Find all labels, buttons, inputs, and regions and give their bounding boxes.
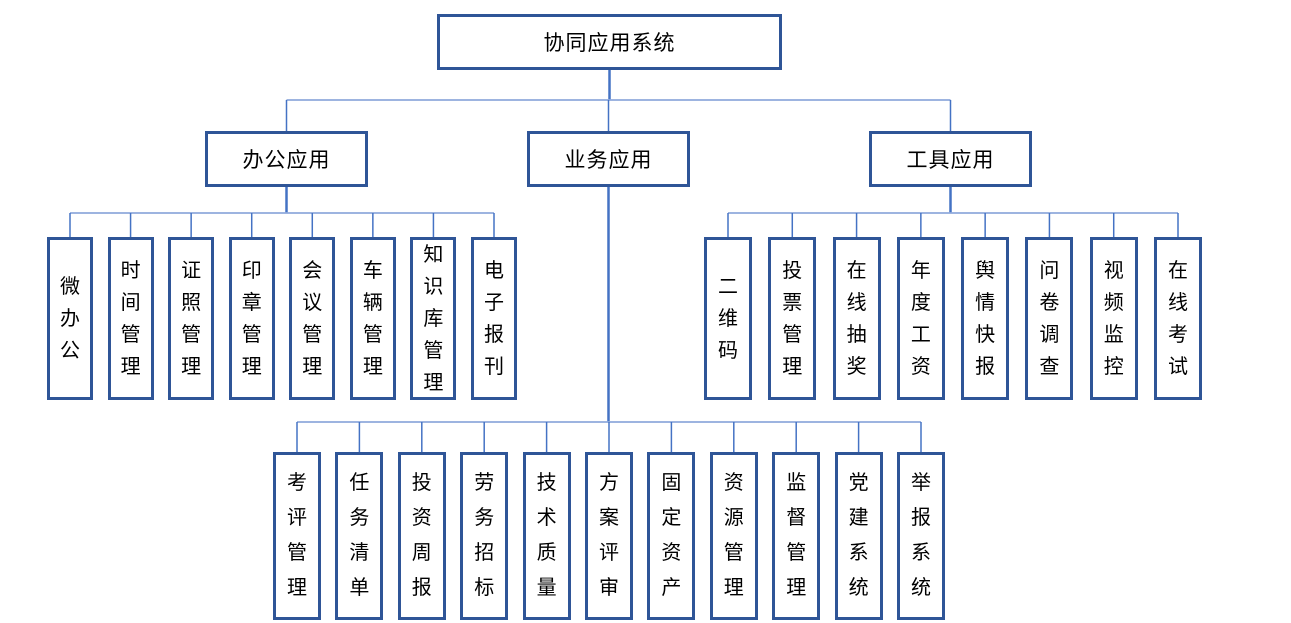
leaf-node-label: 资源管理: [723, 472, 744, 599]
leaf-node: 微办公: [47, 237, 93, 400]
leaf-node: 知识库管理: [410, 237, 457, 400]
leaf-node-label: 电子报刊: [484, 259, 504, 378]
leaf-node-label: 微办公: [60, 275, 80, 362]
leaf-node-label: 考评管理: [287, 472, 307, 599]
leaf-node: 方案评审: [585, 452, 633, 620]
leaf-node-label: 固定资产: [661, 472, 682, 599]
leaf-node: 劳务招标: [460, 452, 509, 620]
leaf-node: 固定资产: [647, 452, 696, 620]
leaf-node-label: 舆情快报: [975, 259, 996, 378]
root-node: 协同应用系统: [437, 14, 782, 70]
leaf-node: 举报系统: [897, 452, 945, 620]
leaf-node-label: 监督管理: [786, 472, 807, 599]
leaf-node-label: 会议管理: [302, 259, 323, 378]
leaf-node: 证照管理: [168, 237, 215, 400]
leaf-node-label: 举报系统: [911, 472, 931, 599]
leaf-node: 会议管理: [289, 237, 336, 400]
leaf-node: 考评管理: [273, 452, 321, 620]
leaf-node-label: 二维码: [718, 275, 738, 362]
leaf-node: 印章管理: [228, 237, 275, 400]
leaf-node-label: 任务清单: [349, 472, 370, 599]
branch-node-label: 业务应用: [564, 149, 653, 172]
leaf-node-label: 党建系统: [848, 472, 869, 599]
leaf-node-label: 车辆管理: [362, 259, 383, 378]
leaf-node: 舆情快报: [961, 237, 1010, 400]
branch-node-business: 业务应用: [527, 131, 690, 187]
leaf-node-label: 在线考试: [1168, 259, 1188, 378]
leaf-node: 在线考试: [1154, 237, 1202, 400]
leaf-node-label: 印章管理: [241, 259, 262, 378]
leaf-node-label: 时间管理: [120, 259, 141, 378]
leaf-node: 任务清单: [335, 452, 384, 620]
leaf-node: 监督管理: [772, 452, 821, 620]
leaf-node: 在线抽奖: [832, 237, 881, 400]
leaf-node-label: 技术质量: [536, 472, 557, 599]
branch-node-office: 办公应用: [205, 131, 368, 187]
branch-node-label: 办公应用: [242, 149, 331, 172]
leaf-node: 党建系统: [834, 452, 883, 620]
leaf-node-label: 知识库管理: [423, 243, 444, 394]
leaf-node-label: 年度工资: [910, 259, 931, 378]
leaf-node: 视频监控: [1089, 237, 1138, 400]
leaf-node: 资源管理: [709, 452, 758, 620]
leaf-node: 年度工资: [896, 237, 945, 400]
branch-node-tools: 工具应用: [869, 131, 1032, 187]
leaf-node-label: 问卷调查: [1039, 259, 1060, 378]
leaf-node: 二维码: [704, 237, 752, 400]
leaf-node-label: 方案评审: [599, 472, 619, 599]
leaf-node-label: 投票管理: [782, 259, 803, 378]
leaf-node: 问卷调查: [1025, 237, 1074, 400]
leaf-node: 车辆管理: [349, 237, 396, 400]
leaf-node: 技术质量: [522, 452, 571, 620]
branch-node-label: 工具应用: [906, 149, 995, 172]
leaf-node-label: 视频监控: [1103, 259, 1124, 378]
leaf-node: 投资周报: [397, 452, 446, 620]
leaf-node-label: 劳务招标: [474, 472, 495, 599]
leaf-node: 电子报刊: [471, 237, 517, 400]
leaf-node-label: 证照管理: [181, 259, 202, 378]
leaf-node-label: 在线抽奖: [846, 259, 867, 378]
leaf-node: 投票管理: [768, 237, 817, 400]
leaf-node-label: 投资周报: [411, 472, 432, 599]
leaf-node: 时间管理: [107, 237, 154, 400]
root-node-label: 协同应用系统: [543, 32, 676, 55]
